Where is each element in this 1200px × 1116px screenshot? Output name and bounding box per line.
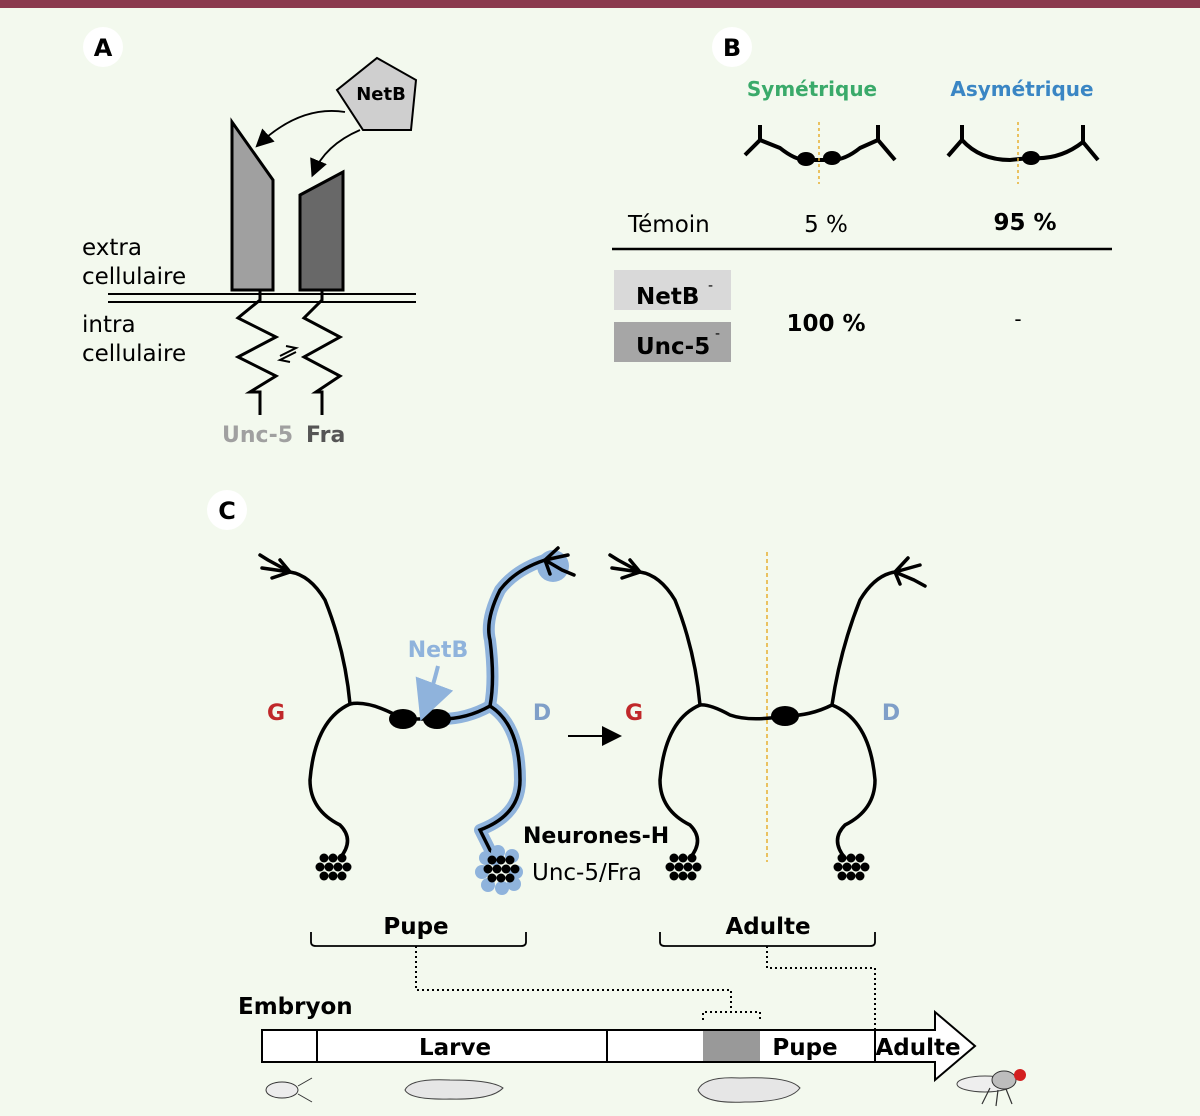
soma-right-pupa (423, 709, 451, 729)
fly-icon (956, 1069, 1026, 1107)
netb-label-c: NetB (408, 638, 469, 663)
embryo-icon (265, 1077, 313, 1103)
timeline: Embryon Larve Pupe Adulte (238, 994, 1026, 1107)
sym-soma-right (823, 151, 841, 165)
netb-arrow-c (415, 665, 454, 721)
netb-arrow-unc5 (255, 110, 346, 148)
unc5-intracellular (234, 290, 280, 415)
mutant-netb-sup: - (708, 278, 713, 294)
panel-b-badge (712, 27, 752, 67)
netb-arrow-fra (310, 129, 361, 178)
control-sym-value: 5 % (804, 212, 848, 238)
fra-label: Fra (306, 423, 345, 448)
col-sym-header: Symétrique (747, 77, 877, 101)
panel-a: A NetB extra cellulaire intra cellulaire… (82, 27, 418, 448)
timeline-adult-label: Adulte (875, 1035, 960, 1061)
left-label-pupa: G (267, 701, 285, 726)
mutant-netb-box (614, 270, 731, 310)
left-label-adult: G (625, 701, 643, 726)
connector-pupa (415, 946, 761, 1020)
interaction-icon (276, 345, 300, 363)
timeline-pupa-highlight (703, 1031, 760, 1061)
panel-b: B Symétrique Asymétrique Témoin 5 % 95 %… (612, 27, 1112, 362)
panel-c-badge (207, 490, 247, 530)
neurons-adult (608, 553, 927, 860)
timeline-arrow (261, 1009, 977, 1083)
stage-adult-label: Adulte (725, 914, 810, 940)
bracket-pupa (310, 932, 527, 947)
right-label-adult: D (882, 701, 900, 726)
mutant-netb-label: NetB (636, 284, 699, 310)
asym-schematic (946, 125, 1100, 163)
asym-soma (1022, 151, 1040, 165)
soma-left-pupa (389, 709, 417, 729)
panel-a-label: A (94, 34, 113, 62)
fra-intracellular (300, 290, 344, 415)
connector-adult (766, 946, 876, 1030)
mutant-unc5-label: Unc-5 (636, 334, 710, 360)
stage-pupa-label: Pupe (383, 914, 448, 940)
intra-label-1: intra (82, 312, 136, 338)
panel-a-badge (83, 27, 123, 67)
unc5-label: Unc-5 (222, 423, 293, 448)
larva-icon (404, 1079, 504, 1100)
sym-soma-left (797, 152, 815, 166)
neurons-pupa (258, 546, 576, 862)
intra-label-2: cellulaire (82, 341, 186, 367)
fra-extracellular (298, 169, 345, 292)
timeline-pupa-label: Pupe (772, 1035, 837, 1061)
extra-label-1: extra (82, 235, 142, 261)
sym-schematic (743, 125, 897, 162)
neurons-label: Neurones-H (523, 824, 669, 849)
timeline-embryo-label: Embryon (238, 994, 353, 1020)
mutant-unc5-sup: - (715, 326, 720, 342)
receptors-label: Unc-5/Fra (532, 860, 642, 886)
col-asym-header: Asymétrique (950, 77, 1093, 101)
panel-c: C NetB G D (207, 490, 927, 1030)
cluster-right-pupa (483, 855, 520, 883)
panel-b-label: B (723, 34, 741, 62)
control-asym-value: 95 % (993, 210, 1056, 236)
unc5-extracellular (230, 117, 275, 292)
right-label-pupa: D (533, 701, 551, 726)
soma-adult (771, 706, 799, 726)
top-bar (0, 0, 1200, 8)
pupa-icon (697, 1077, 801, 1103)
mutant-asym-value: - (1014, 307, 1021, 331)
mutant-unc5-box (614, 322, 731, 362)
netb-ligand-label: NetB (356, 84, 406, 105)
timeline-larva-label: Larve (419, 1035, 491, 1061)
extra-label-2: cellulaire (82, 264, 186, 290)
row-control-label: Témoin (627, 212, 710, 238)
cluster-right-adult (833, 853, 870, 881)
cluster-left-adult (665, 853, 702, 881)
cluster-left-pupa (315, 853, 352, 881)
panel-c-label: C (218, 497, 236, 525)
netb-ligand-shape (335, 56, 418, 131)
mutant-sym-value: 100 % (786, 311, 865, 337)
